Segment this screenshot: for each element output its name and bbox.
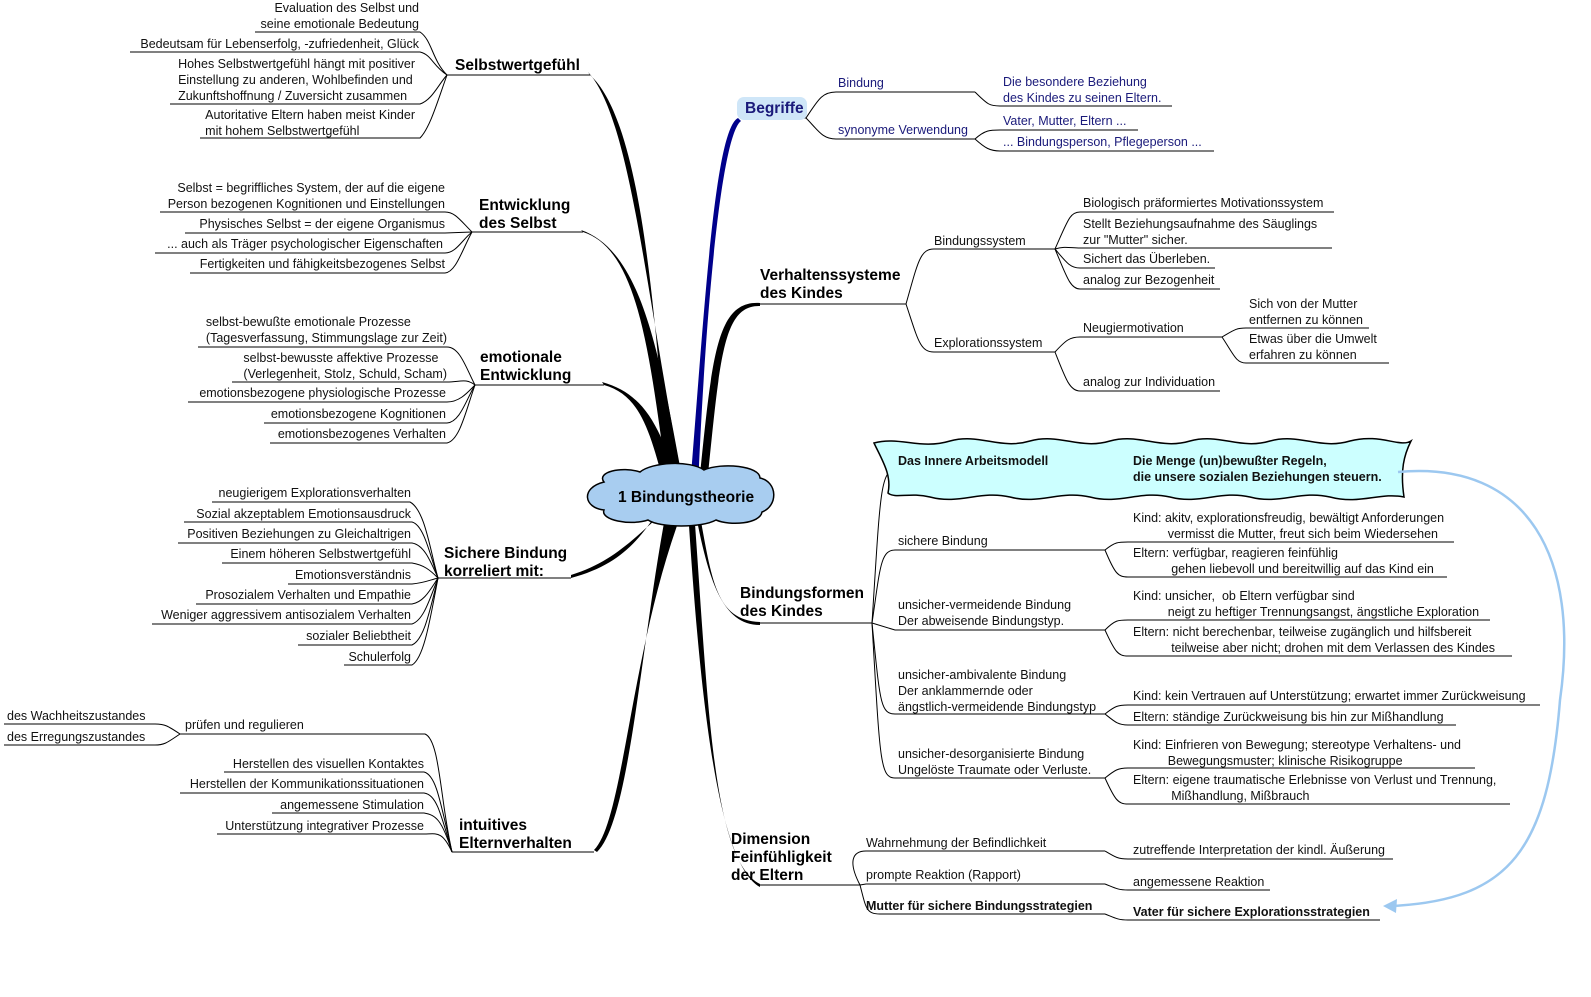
mutter-strategien: Mutter für sichere Bindungsstrategien	[866, 899, 1093, 913]
begriffe-synonym: synonyme Verwendung	[838, 123, 968, 137]
arbeitsmodell-box	[872, 437, 1413, 501]
selbstwert-item-2: Hohes Selbstwertgefühl hängt mit positiv…	[178, 57, 415, 103]
emotional-item-2: emotionsbezogene physiologische Prozesse	[199, 386, 446, 400]
ambivalent-kind: Kind: kein Vertrauen auf Unterstützung; …	[1133, 689, 1526, 703]
synonym-item-0: Vater, Mutter, Eltern ...	[1003, 114, 1127, 128]
sicher-item-3: Einem höheren Selbstwertgefühl	[230, 547, 411, 561]
pruefen-regulieren: prüfen und regulieren	[185, 718, 304, 732]
neugier-item-1: Etwas über die Umwelt erfahren zu können	[1249, 332, 1377, 362]
topic-intuitives-elternverhalten: intuitives Elternverhalten	[459, 817, 572, 852]
topic-sichere-bindung: Sichere Bindung korreliert mit:	[444, 545, 568, 580]
selbstwert-item-3: Autoritative Eltern haben meist Kinder m…	[205, 108, 415, 138]
selbstwert-item-0: Evaluation des Selbst und seine emotiona…	[260, 1, 419, 31]
sicher-item-7: sozialer Beliebtheit	[306, 629, 411, 643]
sicher-item-6: Weniger aggressivem antisozialem Verhalt…	[161, 608, 411, 622]
sicher-item-5: Prosozialem Verhalten und Empathie	[205, 588, 411, 602]
prompte-reaktion-item: angemessene Reaktion	[1133, 875, 1265, 889]
wahrnehmung-item: zutreffende Interpretation der kindl. Äu…	[1133, 843, 1386, 857]
intuitiv-item-3: Unterstützung integrativer Prozesse	[225, 819, 424, 833]
begriffe-bindung: Bindung	[838, 76, 884, 90]
ambivalente-bindung: unsicher-ambivalente Bindung Der anklamm…	[898, 668, 1097, 714]
desorganisiert-kind: Kind: Einfrieren von Bewegung; stereotyp…	[1133, 738, 1461, 768]
bindungssystem-item-0: Biologisch präformiertes Motivationssyst…	[1083, 196, 1324, 210]
explorationssystem: Explorationssystem	[934, 336, 1043, 350]
sicher-eltern: Eltern: verfügbar, reagieren feinfühlig …	[1133, 546, 1434, 576]
desorganisiert-eltern: Eltern: eigene traumatische Erlebnisse v…	[1133, 773, 1497, 803]
begriffe-bindung-def: Die besondere Beziehung des Kindes zu se…	[1003, 75, 1162, 105]
sichere-bindung: sichere Bindung	[898, 534, 988, 548]
entwicklung-item-2: ... auch als Träger psychologischer Eige…	[167, 237, 443, 251]
bindungssystem-item-2: Sichert das Überleben.	[1083, 252, 1211, 266]
center-cloud	[586, 462, 775, 527]
entwicklung-item-3: Fertigkeiten und fähigkeitsbezogenes Sel…	[199, 257, 445, 271]
emotional-item-1: selbst-bewusste affektive Prozesse (Verl…	[243, 351, 447, 381]
topic-selbstwertgefuehl: Selbstwertgefühl	[455, 57, 580, 74]
synonym-item-1: ... Bindungsperson, Pflegeperson ...	[1003, 135, 1202, 149]
sicher-kind: Kind: akitv, explorationsfreudig, bewält…	[1133, 511, 1445, 541]
entwicklung-item-1: Physisches Selbst = der eigene Organismu…	[199, 217, 445, 231]
neugier-item-0: Sich von der Mutter entfernen zu können	[1249, 297, 1363, 327]
sub-lines	[4, 31, 1540, 921]
arbeitsmodell-def: Die Menge (un)bewußter Regeln, die unser…	[1133, 454, 1382, 484]
pruefen-item-1: des Erregungszustandes	[7, 730, 146, 744]
sicher-item-1: Sozial akzeptablem Emotionsausdruck	[196, 507, 411, 521]
vermeidend-eltern: Eltern: nicht berechenbar, teilweise zug…	[1133, 625, 1495, 655]
analog-individuation: analog zur Individuation	[1083, 375, 1216, 389]
topic-bindungsformen: Bindungsformen des Kindes	[740, 585, 864, 620]
emotional-item-3: emotionsbezogene Kognitionen	[270, 407, 446, 421]
sicher-item-8: Schulerfolg	[348, 650, 411, 664]
bindungssystem-item-3: analog zur Bezogenheit	[1083, 273, 1215, 287]
topic-begriffe: Begriffe	[745, 100, 804, 117]
sicher-item-0: neugierigem Explorationsverhalten	[218, 486, 411, 500]
model-arrow	[1391, 469, 1566, 908]
topic-verhaltenssysteme: Verhaltenssysteme des Kindes	[760, 267, 901, 302]
entwicklung-item-0: Selbst = begriffliches System, der auf d…	[167, 181, 445, 211]
arrow-head	[1383, 899, 1397, 913]
prompte-reaktion: prompte Reaktion (Rapport)	[866, 868, 1021, 882]
intuitiv-item-0: Herstellen des visuellen Kontaktes	[232, 757, 424, 771]
vermeidend-kind: Kind: unsicher, ob Eltern verfügbar sind…	[1133, 589, 1480, 619]
wahrnehmung: Wahrnehmung der Befindlichkeit	[866, 836, 1047, 850]
inneres-arbeitsmodell: Das Innere Arbeitsmodell	[898, 454, 1049, 468]
begriffe-branch	[690, 118, 741, 488]
neugiermotivation: Neugiermotivation	[1083, 321, 1184, 335]
intuitiv-item-1: Herstellen der Kommunikationssituationen	[189, 777, 424, 791]
desorganisierte-bindung: unsicher-desorganisierte Bindung Ungelös…	[898, 747, 1092, 777]
selbstwert-item-1: Bedeutsam für Lebenserfolg, -zufriedenhe…	[140, 37, 419, 51]
intuitiv-item-2: angemessene Stimulation	[280, 798, 424, 812]
topic-entwicklung-selbst: Entwicklung des Selbst	[479, 197, 571, 232]
pruefen-item-0: des Wachheitszustandes	[7, 709, 146, 723]
topic-dimension-feinfuehligkeit: Dimension Feinfühligkeit der Eltern	[731, 831, 832, 884]
topic-emotionale-entwicklung: emotionale Entwicklung	[480, 349, 572, 384]
emotional-item-4: emotionsbezogenes Verhalten	[277, 427, 446, 441]
vater-strategien: Vater für sichere Explorationsstrategien	[1133, 905, 1370, 919]
sicher-item-4: Emotionsverständnis	[294, 568, 411, 582]
begriffe-highlight	[737, 97, 807, 120]
vermeidende-bindung: unsicher-vermeidende Bindung Der abweise…	[898, 598, 1072, 628]
center-topic: 1 Bindungstheorie	[618, 489, 755, 506]
bindungssystem-item-1: Stellt Beziehungsaufnahme des Säuglings …	[1083, 217, 1318, 247]
bindungssystem: Bindungssystem	[934, 234, 1026, 248]
ambivalent-eltern: Eltern: ständige Zurückweisung bis hin z…	[1133, 710, 1444, 724]
sicher-item-2: Positiven Beziehungen zu Gleichaltrigen	[187, 527, 411, 541]
emotional-item-0: selbst-bewußte emotionale Prozesse (Tage…	[205, 315, 447, 345]
